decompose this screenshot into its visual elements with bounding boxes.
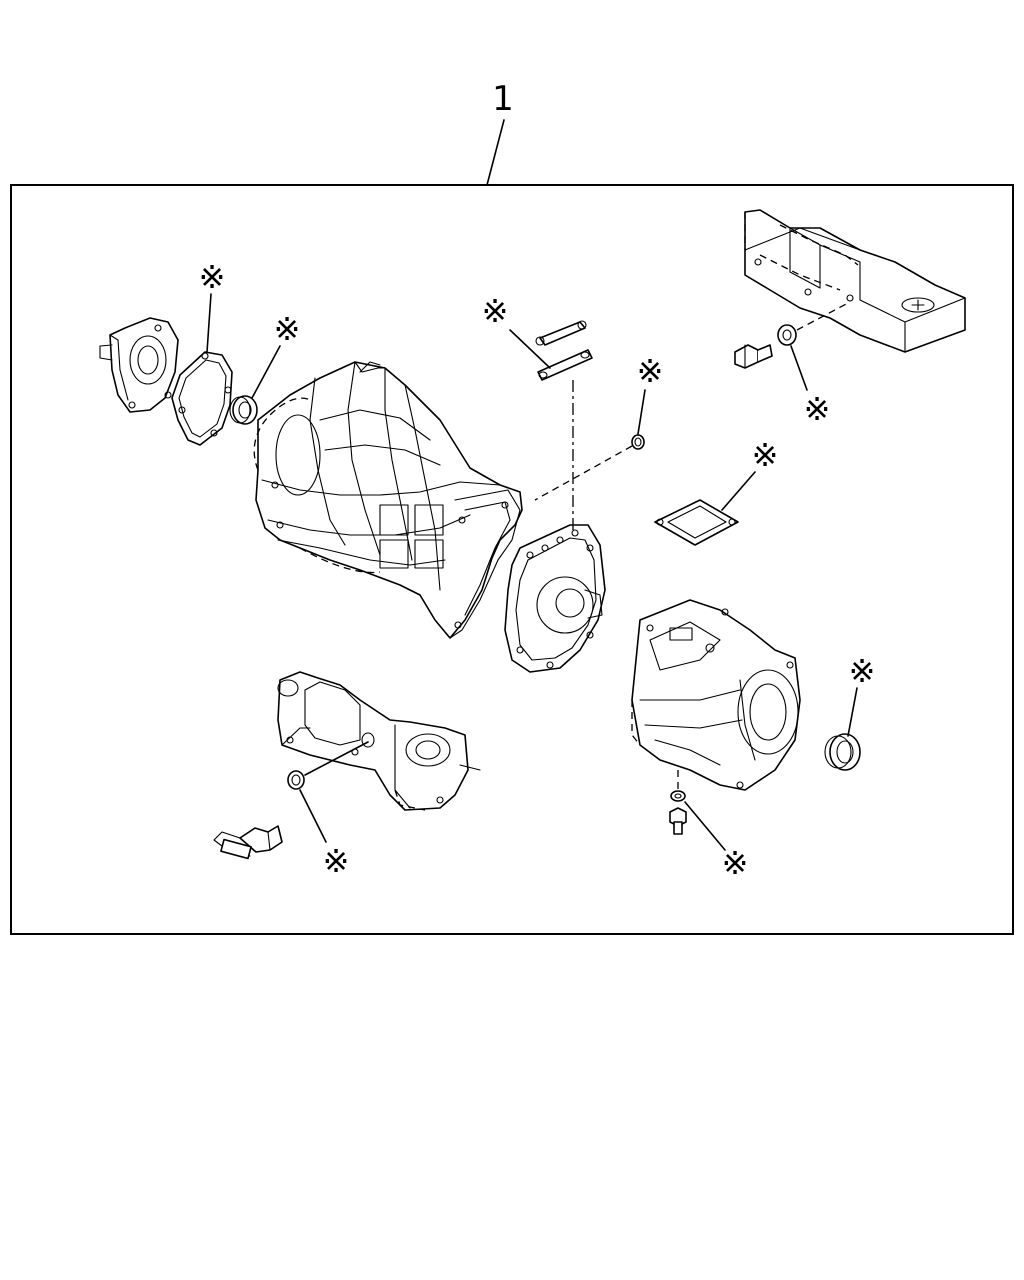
assembly-frame [10,184,1014,935]
shift-link-bar [535,320,587,346]
callout-number: 1 [492,79,514,119]
rear-oil-seal [229,395,258,425]
marker-oil-seal-front: ※ [849,652,876,690]
shift-housing [277,671,481,811]
assembly-line-o-ring [534,445,633,501]
leader-retainer-washer [790,345,808,391]
drain-plug [669,807,687,835]
assembly-line-switch [304,741,369,776]
leader-oil-seal-rear [251,345,281,399]
small-o-ring [631,434,645,450]
marker-lock-plate: ※ [482,292,509,330]
leader-drain-washer [684,801,726,851]
extension-housing [631,599,801,791]
front-oil-seal [824,733,861,771]
marker-shift-gasket: ※ [752,436,779,474]
marker-drain-washer: ※ [722,844,749,882]
leader-lock-plate [509,329,551,369]
retainer-washer [777,324,797,346]
marker-gasket-rear: ※ [199,258,226,296]
transmission-case [253,361,523,639]
shift-lever-retainer [744,209,966,353]
assembly-line-retainer [796,301,851,331]
marker-o-ring-center: ※ [637,352,664,390]
shift-cover-gasket [654,499,739,546]
switch-washer [287,770,305,790]
leader-switch-washer [299,789,327,843]
marker-oil-seal-rear: ※ [274,310,301,348]
back-up-light-switch [213,825,283,860]
rear-extension-cover [99,317,179,413]
callout-leader [486,119,505,186]
rear-cover-gasket [171,351,233,446]
marker-switch-washer: ※ [323,842,350,880]
leader-oil-seal-front [847,687,858,737]
adapter-plate [504,524,606,673]
retainer-bolt [734,344,773,369]
marker-retainer-washer: ※ [804,390,831,428]
drain-plug-washer [670,790,686,802]
lock-plate [537,349,593,381]
leader-shift-gasket [721,471,756,511]
leader-gasket-rear [206,293,212,353]
leader-o-ring-center [637,389,646,435]
